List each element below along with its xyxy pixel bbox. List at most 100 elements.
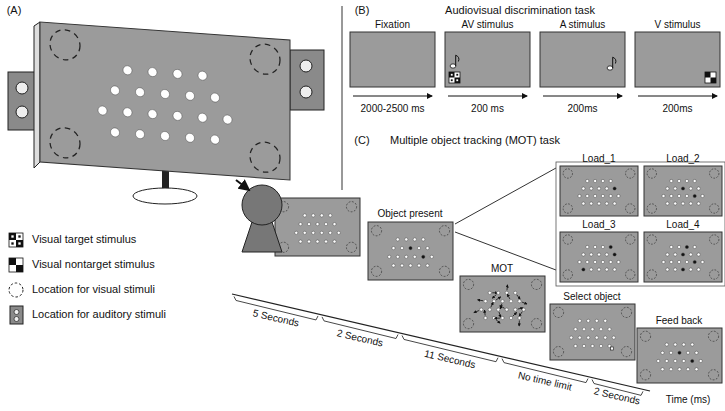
zoom-line <box>455 168 556 224</box>
tracking-object <box>409 264 412 267</box>
display-screen <box>40 22 290 180</box>
tracking-object <box>422 255 425 258</box>
speaker-right <box>290 50 324 110</box>
screen-background <box>275 198 360 256</box>
tracking-object <box>518 300 521 303</box>
tracking-object <box>509 316 512 319</box>
tracking-object <box>666 253 669 256</box>
visual-location <box>563 235 572 244</box>
checker-frame <box>9 233 23 247</box>
tracking-object <box>173 69 182 79</box>
motion-arrow <box>491 302 493 307</box>
screen-background <box>560 232 638 282</box>
tracking-object <box>223 115 232 125</box>
checker-cell <box>711 78 717 84</box>
tracking-object <box>405 255 408 258</box>
tracking-object <box>586 179 589 182</box>
visual-location <box>640 370 650 380</box>
tracking-object <box>590 187 593 190</box>
tracking-object <box>514 308 517 311</box>
tracking-object <box>518 316 521 319</box>
checker-cell <box>455 78 461 84</box>
tracking-object <box>136 129 145 139</box>
visual-location <box>531 319 541 329</box>
tracking-object <box>662 260 665 263</box>
visual-location <box>553 307 563 317</box>
checker-cell <box>9 258 16 265</box>
tracking-object <box>681 187 684 190</box>
visual-location <box>553 347 563 357</box>
tracking-object <box>601 179 604 182</box>
tracking-object <box>574 328 577 331</box>
load-group-frame <box>556 162 725 286</box>
duration-label: 200 ms <box>471 103 504 114</box>
visual-location <box>463 279 473 289</box>
tracking-object <box>597 202 600 205</box>
motion-arrow <box>495 318 500 319</box>
duration-arrow <box>543 96 622 97</box>
tracking-object <box>613 202 616 205</box>
tracking-object <box>578 260 581 263</box>
motion-arrow <box>496 297 501 300</box>
tracking-object <box>678 260 681 263</box>
checker-frame <box>449 72 460 83</box>
tracking-object <box>295 231 298 234</box>
visual-location <box>710 204 719 213</box>
tracking-object <box>422 238 425 241</box>
screen-background <box>637 328 722 383</box>
stage-label: Feed back <box>656 315 703 326</box>
tracking-object <box>685 260 688 263</box>
tracking-object <box>396 238 399 241</box>
visual-location <box>708 370 718 380</box>
tracking-object <box>681 253 684 256</box>
checker-cell <box>9 233 16 240</box>
legend-text: Visual target stimulus <box>32 233 136 245</box>
tracking-object <box>599 344 602 347</box>
legend-text: Location for visual stimuli <box>32 283 155 295</box>
tracking-object <box>665 359 668 362</box>
tracking-object <box>413 255 416 258</box>
motion-arrow <box>517 295 520 299</box>
visual-location <box>710 235 719 244</box>
tracking-object <box>666 268 669 271</box>
panel-label: (C) <box>354 134 369 146</box>
load-label: Load_4 <box>666 219 699 230</box>
tracking-object <box>320 231 323 234</box>
display-screen <box>445 32 530 87</box>
tracking-object <box>594 194 597 197</box>
tracking-object <box>303 214 306 217</box>
visual-location <box>621 307 631 317</box>
tracking-object <box>484 316 487 319</box>
screen-background <box>644 232 722 282</box>
tracking-object <box>678 351 681 354</box>
visual-location <box>531 279 541 289</box>
tracking-object <box>586 245 589 248</box>
tracking-object <box>691 343 694 346</box>
tracking-object <box>669 351 672 354</box>
monitor-edge <box>34 22 40 168</box>
note-flag <box>456 55 459 61</box>
note-stem <box>612 57 613 68</box>
tracking-object <box>123 65 132 75</box>
tracking-object <box>661 351 664 354</box>
tracking-object <box>501 300 504 303</box>
load-label: Load_2 <box>666 153 699 164</box>
visual-location <box>640 331 650 341</box>
tracking-object <box>697 268 700 271</box>
tracking-object <box>697 187 700 190</box>
tracking-object <box>594 245 597 248</box>
legend-item: Location for visual stimuli <box>32 283 155 295</box>
time-brackets <box>234 296 643 395</box>
tracking-object <box>701 194 704 197</box>
visual-location <box>710 169 719 178</box>
tracking-object <box>161 89 170 99</box>
tracking-object <box>417 264 420 267</box>
tracking-object <box>605 187 608 190</box>
time-label: 2 Seconds <box>336 327 385 348</box>
visual-location <box>647 169 656 178</box>
frame-label: Fixation <box>375 19 410 30</box>
motion-arrow <box>499 312 501 317</box>
tracking-object <box>299 223 302 226</box>
tracking-object <box>337 231 340 234</box>
tracking-object <box>678 245 681 248</box>
